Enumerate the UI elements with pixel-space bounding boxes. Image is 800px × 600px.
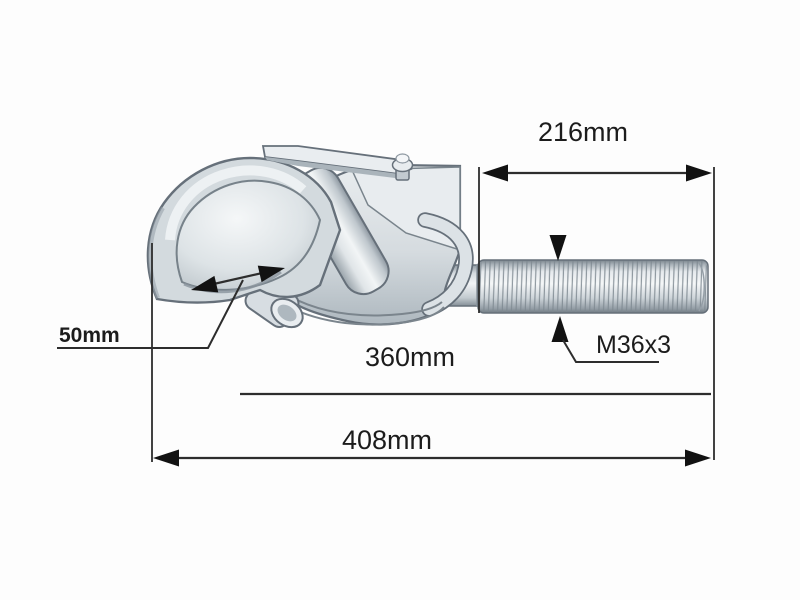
thread-length-label: 216mm xyxy=(538,117,628,147)
dimension-50mm xyxy=(57,265,285,349)
overall-length-label: 408mm xyxy=(342,425,432,455)
thread-ridges xyxy=(479,261,707,312)
arrowhead-left-50 xyxy=(191,275,219,293)
dimension-216mm xyxy=(482,164,712,182)
hook-underside-shade xyxy=(148,207,165,299)
dimension-408mm xyxy=(153,449,711,467)
thread-spec-callout xyxy=(549,235,659,363)
shank-length-label: 360mm xyxy=(365,342,455,372)
arrowhead-left-408 xyxy=(153,449,179,467)
arrowhead-right-216 xyxy=(686,164,712,182)
forge-step-lower xyxy=(286,305,445,326)
arrowhead-up-thread xyxy=(551,316,569,342)
knob-pin xyxy=(391,153,414,181)
dimension-annotations xyxy=(57,164,715,467)
threaded-rod xyxy=(425,259,709,314)
arrowhead-down-thread xyxy=(549,235,567,261)
hook-band-highlight xyxy=(165,165,307,241)
latch-claw xyxy=(419,214,472,315)
hook-mouth-edge xyxy=(183,270,282,294)
leader-line-m36 xyxy=(562,339,659,363)
lever-bar-underside xyxy=(265,157,399,178)
arrowhead-left-216 xyxy=(482,164,508,182)
arrowhead-right-50 xyxy=(257,265,285,283)
arrowhead-right-408 xyxy=(685,449,711,467)
thread-spec-label: M36x3 xyxy=(596,331,671,359)
hook-opening-label: 50mm xyxy=(59,324,120,347)
leader-line-50 xyxy=(57,279,244,349)
forge-step-upper xyxy=(288,295,443,317)
rod-end-bevel xyxy=(698,262,705,312)
hook-assembly xyxy=(146,156,342,329)
pin-tube-bore xyxy=(277,304,297,322)
knob-dome xyxy=(395,153,410,164)
